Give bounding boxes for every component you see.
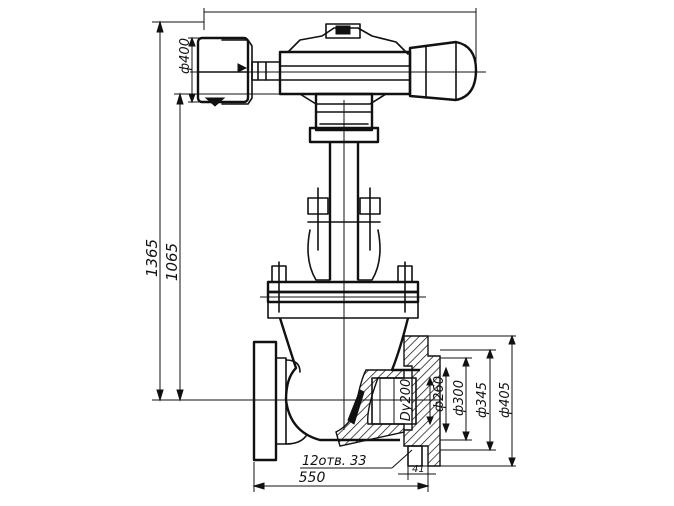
yoke-and-stem [307, 92, 381, 430]
dim-bore-dn: Dу200 [399, 379, 414, 422]
dim-bolt-holes: 12отв. 33 [302, 454, 367, 469]
dim-bore-d1: ф260 [432, 376, 447, 412]
dim-flange-outer: ф405 [498, 382, 513, 418]
dim-stem-height: 1065 [163, 243, 181, 281]
dim-bolt-circle: ф300 [452, 380, 467, 416]
dim-flange-thickness: 41 [412, 464, 425, 475]
dim-width: 550 [299, 470, 326, 486]
left-dimension-lines [152, 20, 320, 402]
electric-actuator [190, 8, 486, 107]
bonnet-flange [260, 261, 426, 319]
bottom-dimension-lines [252, 449, 436, 492]
dimension-labels: 1365 1065 ф400 550 Dу200 ф260 ф300 ф345 … [143, 38, 513, 486]
dim-flange-d2: ф345 [475, 382, 490, 418]
right-dimension-lines [420, 334, 516, 468]
dim-handwheel-diameter: ф400 [178, 38, 193, 74]
dim-overall-height: 1365 [143, 239, 161, 277]
valve-body [170, 317, 441, 467]
